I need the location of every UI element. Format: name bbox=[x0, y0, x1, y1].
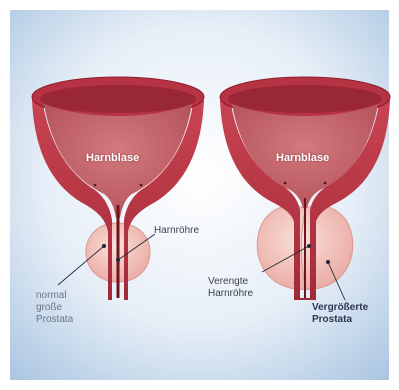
left-bladder-label: Harnblase bbox=[86, 153, 139, 164]
right-prostata-line-2: Prostata bbox=[312, 314, 352, 325]
left-prostata-line-3: Prostata bbox=[36, 314, 73, 325]
left-prostata-line-2: große bbox=[36, 302, 62, 313]
right-prostata-line-1: Vergrößerte bbox=[312, 302, 368, 313]
left-prostata-line-1: normal bbox=[36, 290, 67, 301]
left-urethra-label: Harnröhre bbox=[154, 225, 199, 236]
right-bladder-label: Harnblase bbox=[276, 153, 329, 164]
right-urethra-line-1: Verengte bbox=[208, 276, 248, 287]
right-urethra-line-2: Harnröhre bbox=[208, 288, 253, 299]
